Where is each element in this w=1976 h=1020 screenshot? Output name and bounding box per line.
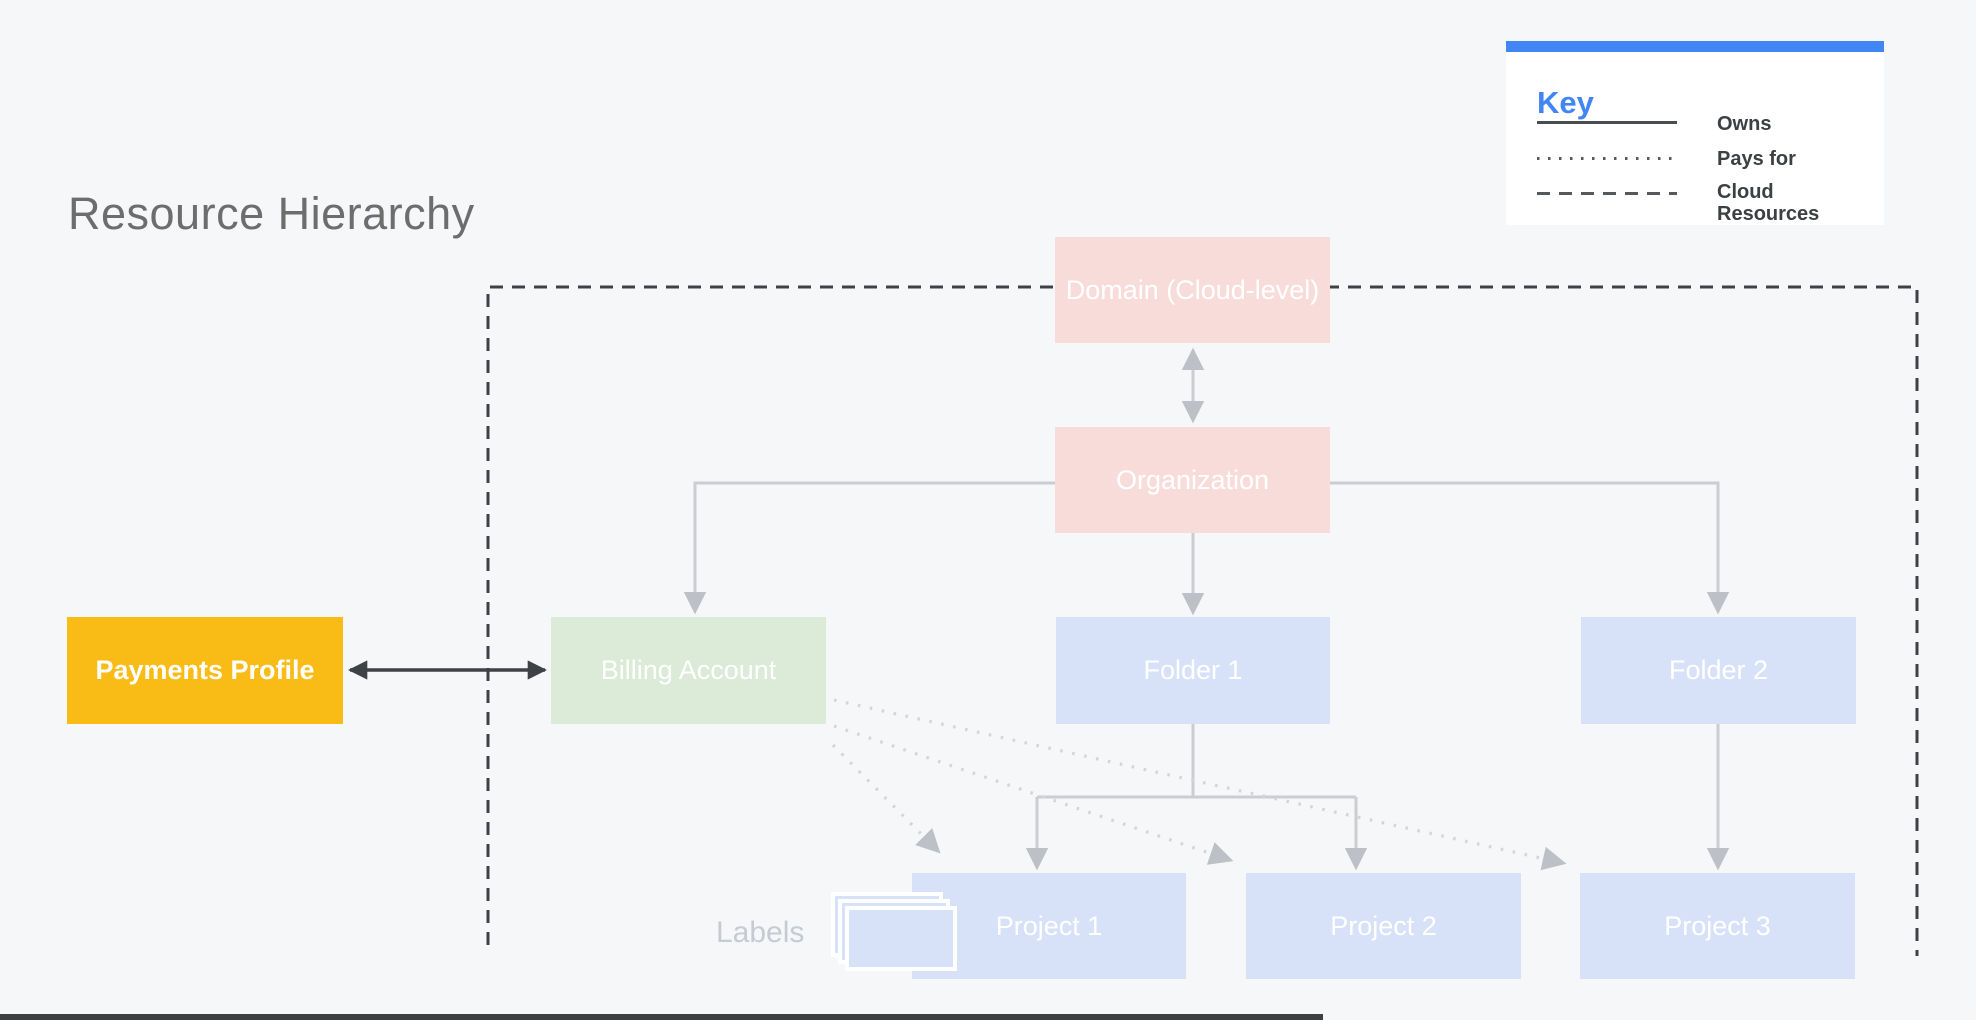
node-billing-account: Billing Account: [551, 617, 826, 724]
node-project-1: Project 1: [912, 873, 1186, 979]
node-folder-1: Folder 1: [1056, 617, 1330, 724]
edge-organization-billing: [683, 481, 1055, 615]
owns-line-sample: [1537, 121, 1677, 124]
labels-caption: Labels: [716, 916, 805, 949]
page-title: Resource Hierarchy: [68, 188, 475, 239]
node-organization: Organization: [1055, 427, 1330, 533]
owns-label: Owns: [1717, 113, 1772, 135]
key-accent-bar: [1506, 41, 1884, 52]
node-payments-profile: Payments Profile: [67, 617, 343, 724]
node-project-3: Project 3: [1580, 873, 1855, 979]
paysfor-label: Pays for: [1717, 148, 1796, 170]
bottom-edge-bar: [0, 1014, 1323, 1020]
node-folder-2: Folder 2: [1581, 617, 1856, 724]
labels-stack-icon: [831, 892, 958, 972]
key-legend: Key Owns Pays for Cloud Resources: [1506, 41, 1884, 225]
node-project-2: Project 2: [1246, 873, 1521, 979]
edge-billing-paysfor-project2: [833, 724, 1234, 865]
cloudresources-label: Cloud Resources: [1717, 181, 1820, 225]
edge-organization-folder2: [1330, 481, 1730, 615]
node-domain: Domain (Cloud-level): [1055, 237, 1330, 343]
edge-billing-paysfor-project3: [833, 698, 1567, 871]
key-heading: Key: [1537, 85, 1594, 120]
cloudresources-line-sample: [1537, 192, 1677, 195]
edge-folder1-branch-rail: [1037, 724, 1356, 799]
label-card-front: [845, 906, 957, 971]
paysfor-line-sample: [1537, 157, 1677, 160]
edge-billing-paysfor-project1: [831, 743, 941, 854]
